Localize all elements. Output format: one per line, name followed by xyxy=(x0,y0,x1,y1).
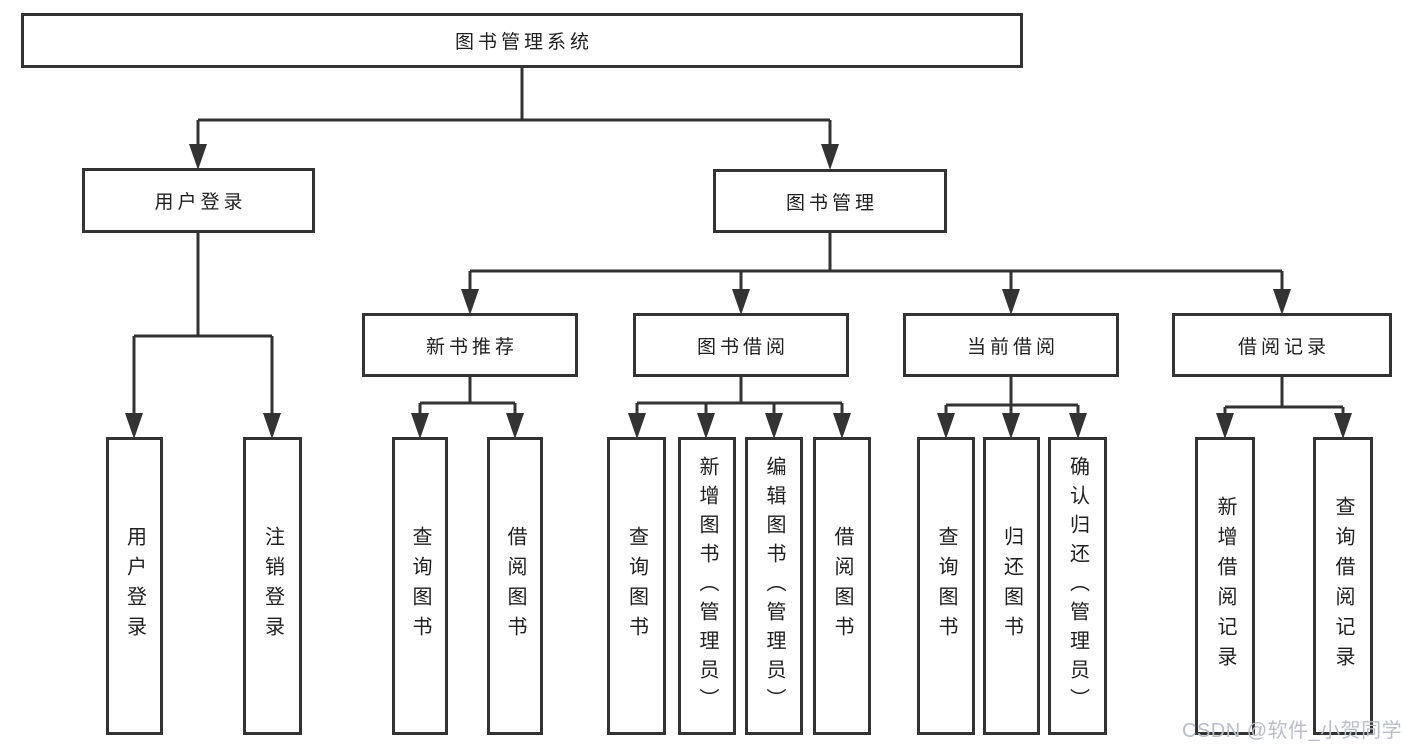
connector-root-to-level2 xyxy=(189,68,839,170)
node-new-book-recommend: 新书推荐 xyxy=(362,313,578,377)
leaf-return-books: 归还图书 xyxy=(983,437,1040,735)
leaf-user-login: 用户登录 xyxy=(106,437,163,735)
node-current-borrowing: 当前借阅 xyxy=(903,313,1119,377)
connector-book-borrow-to-leaves xyxy=(628,376,851,439)
connector-current-borrow-to-leaves xyxy=(937,376,1087,439)
leaf-query-books-nbr: 查询图书 xyxy=(392,437,448,735)
leaf-logout: 注销登录 xyxy=(243,437,302,735)
leaf-borrow-books-bb: 借阅图书 xyxy=(813,437,871,735)
leaf-query-books-bb: 查询图书 xyxy=(607,437,666,735)
connector-user-login-to-leaves xyxy=(125,233,281,439)
leaf-edit-books-admin: 编辑图书（管理员） xyxy=(745,437,803,735)
node-root-library-system: 图书管理系统 xyxy=(21,13,1023,68)
connector-book-mgmt-to-level3 xyxy=(461,232,1291,315)
leaf-query-books-cb: 查询图书 xyxy=(917,437,975,735)
leaf-add-books-admin: 新增图书（管理员） xyxy=(678,437,736,735)
leaf-confirm-return-admin: 确认归还（管理员） xyxy=(1048,437,1107,735)
connector-borrow-records-to-leaves xyxy=(1216,376,1352,439)
node-book-management: 图书管理 xyxy=(713,169,947,233)
csdn-watermark: CSDN @软件_小贺同学 xyxy=(1182,720,1403,742)
leaf-query-borrow-record: 查询借阅记录 xyxy=(1313,437,1373,735)
connector-new-book-rec-to-leaves xyxy=(411,376,524,439)
leaf-borrow-books-nbr: 借阅图书 xyxy=(487,437,543,735)
node-user-login: 用户登录 xyxy=(82,168,315,233)
node-borrowing-records: 借阅记录 xyxy=(1172,313,1392,377)
leaf-add-borrow-record: 新增借阅记录 xyxy=(1195,437,1255,735)
node-book-borrowing: 图书借阅 xyxy=(633,313,849,377)
